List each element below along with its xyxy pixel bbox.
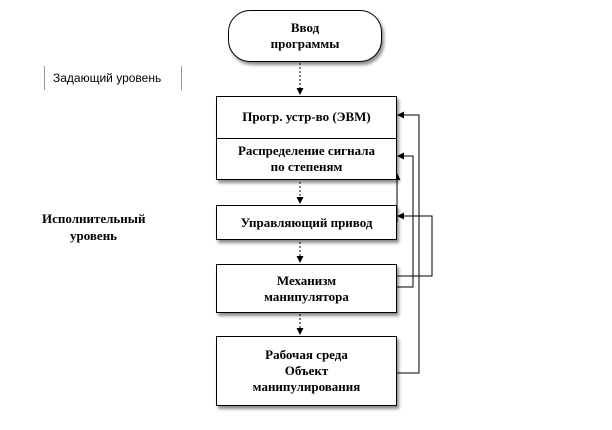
control-level-text: Задающий уровень	[53, 71, 162, 85]
mechanism-line1: Механизм	[276, 272, 337, 288]
distribution-line1: Распределение сигнала	[237, 142, 375, 158]
mechanism-cell: Механизм манипулятора	[217, 265, 396, 312]
environment-line2: Объект	[284, 363, 329, 378]
drive-cell: Управляющий привод	[217, 206, 396, 239]
distribution-line2: по степеням	[270, 158, 343, 174]
drive-label: Управляющий привод	[240, 214, 373, 230]
environment-block: Рабочая среда Объект манипулирования	[216, 336, 397, 406]
start-line1: Ввод	[290, 20, 320, 35]
computer-cell: Прогр. устр-во (ЭВМ)	[217, 97, 396, 138]
mechanism-block: Механизм манипулятора	[216, 264, 397, 313]
feedback-environment-to-computer	[397, 111, 420, 374]
feedback-mechanism-to-distribution	[397, 152, 414, 288]
feedback-mechanism-to-drive	[397, 212, 433, 277]
drive-block: Управляющий привод	[216, 205, 397, 240]
executive-level-line2: уровень	[70, 228, 118, 243]
environment-cell: Рабочая среда Объект манипулирования	[217, 337, 396, 405]
start-line2: программы	[270, 36, 340, 51]
executive-level-label: Исполнительный уровень	[42, 210, 182, 244]
distribution-cell: Распределение сигнала по степеням	[217, 137, 396, 180]
environment-line1: Рабочая среда	[265, 347, 348, 362]
computer-block: Прогр. устр-во (ЭВМ) Распределение сигна…	[216, 96, 397, 180]
control-level-label: Задающий уровень	[44, 66, 182, 90]
executive-level-line1: Исполнительный	[42, 211, 146, 226]
start-terminator: Ввод программы	[228, 10, 382, 62]
computer-label: Прогр. устр-во (ЭВМ)	[242, 109, 371, 125]
environment-line3: манипулирования	[252, 379, 361, 394]
mechanism-line2: манипулятора	[264, 288, 349, 304]
